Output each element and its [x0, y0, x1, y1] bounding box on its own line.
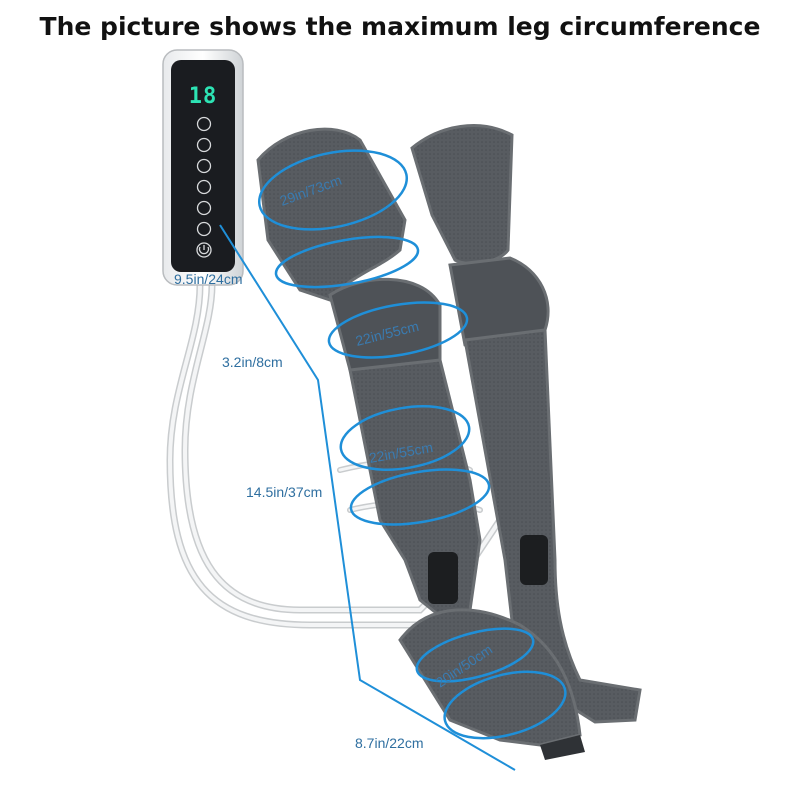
thigh-bottom-ring	[274, 235, 420, 289]
thigh-top-ring	[257, 149, 409, 231]
power-icon[interactable]	[196, 242, 212, 258]
foot-top-ring	[415, 627, 535, 683]
thigh-length-label: 9.5in/24cm	[174, 271, 242, 287]
calf-top-ring	[339, 405, 471, 471]
leg-icon[interactable]	[196, 179, 212, 195]
foot-bottom-ring	[443, 670, 567, 740]
calf-length-label: 14.5in/37cm	[246, 484, 322, 500]
heat-icon[interactable]	[196, 158, 212, 174]
knee-ring	[327, 301, 469, 359]
timer-display: 18	[189, 84, 218, 109]
intensity-icon[interactable]	[196, 137, 212, 153]
mode-icon[interactable]	[196, 116, 212, 132]
air-hose	[166, 281, 504, 629]
circumference-markers	[257, 149, 567, 740]
foot-icon[interactable]	[196, 221, 212, 237]
page-title: The picture shows the maximum leg circum…	[39, 12, 761, 41]
knee-length-label: 3.2in/8cm	[222, 354, 283, 370]
timer-icon[interactable]	[196, 200, 212, 216]
foot-length-label: 8.7in/22cm	[355, 735, 423, 751]
right-leg-sleeve	[410, 124, 642, 724]
calf-bottom-ring	[349, 468, 491, 526]
length-guide-line	[219, 224, 516, 771]
remote-controller: 18	[162, 49, 244, 286]
